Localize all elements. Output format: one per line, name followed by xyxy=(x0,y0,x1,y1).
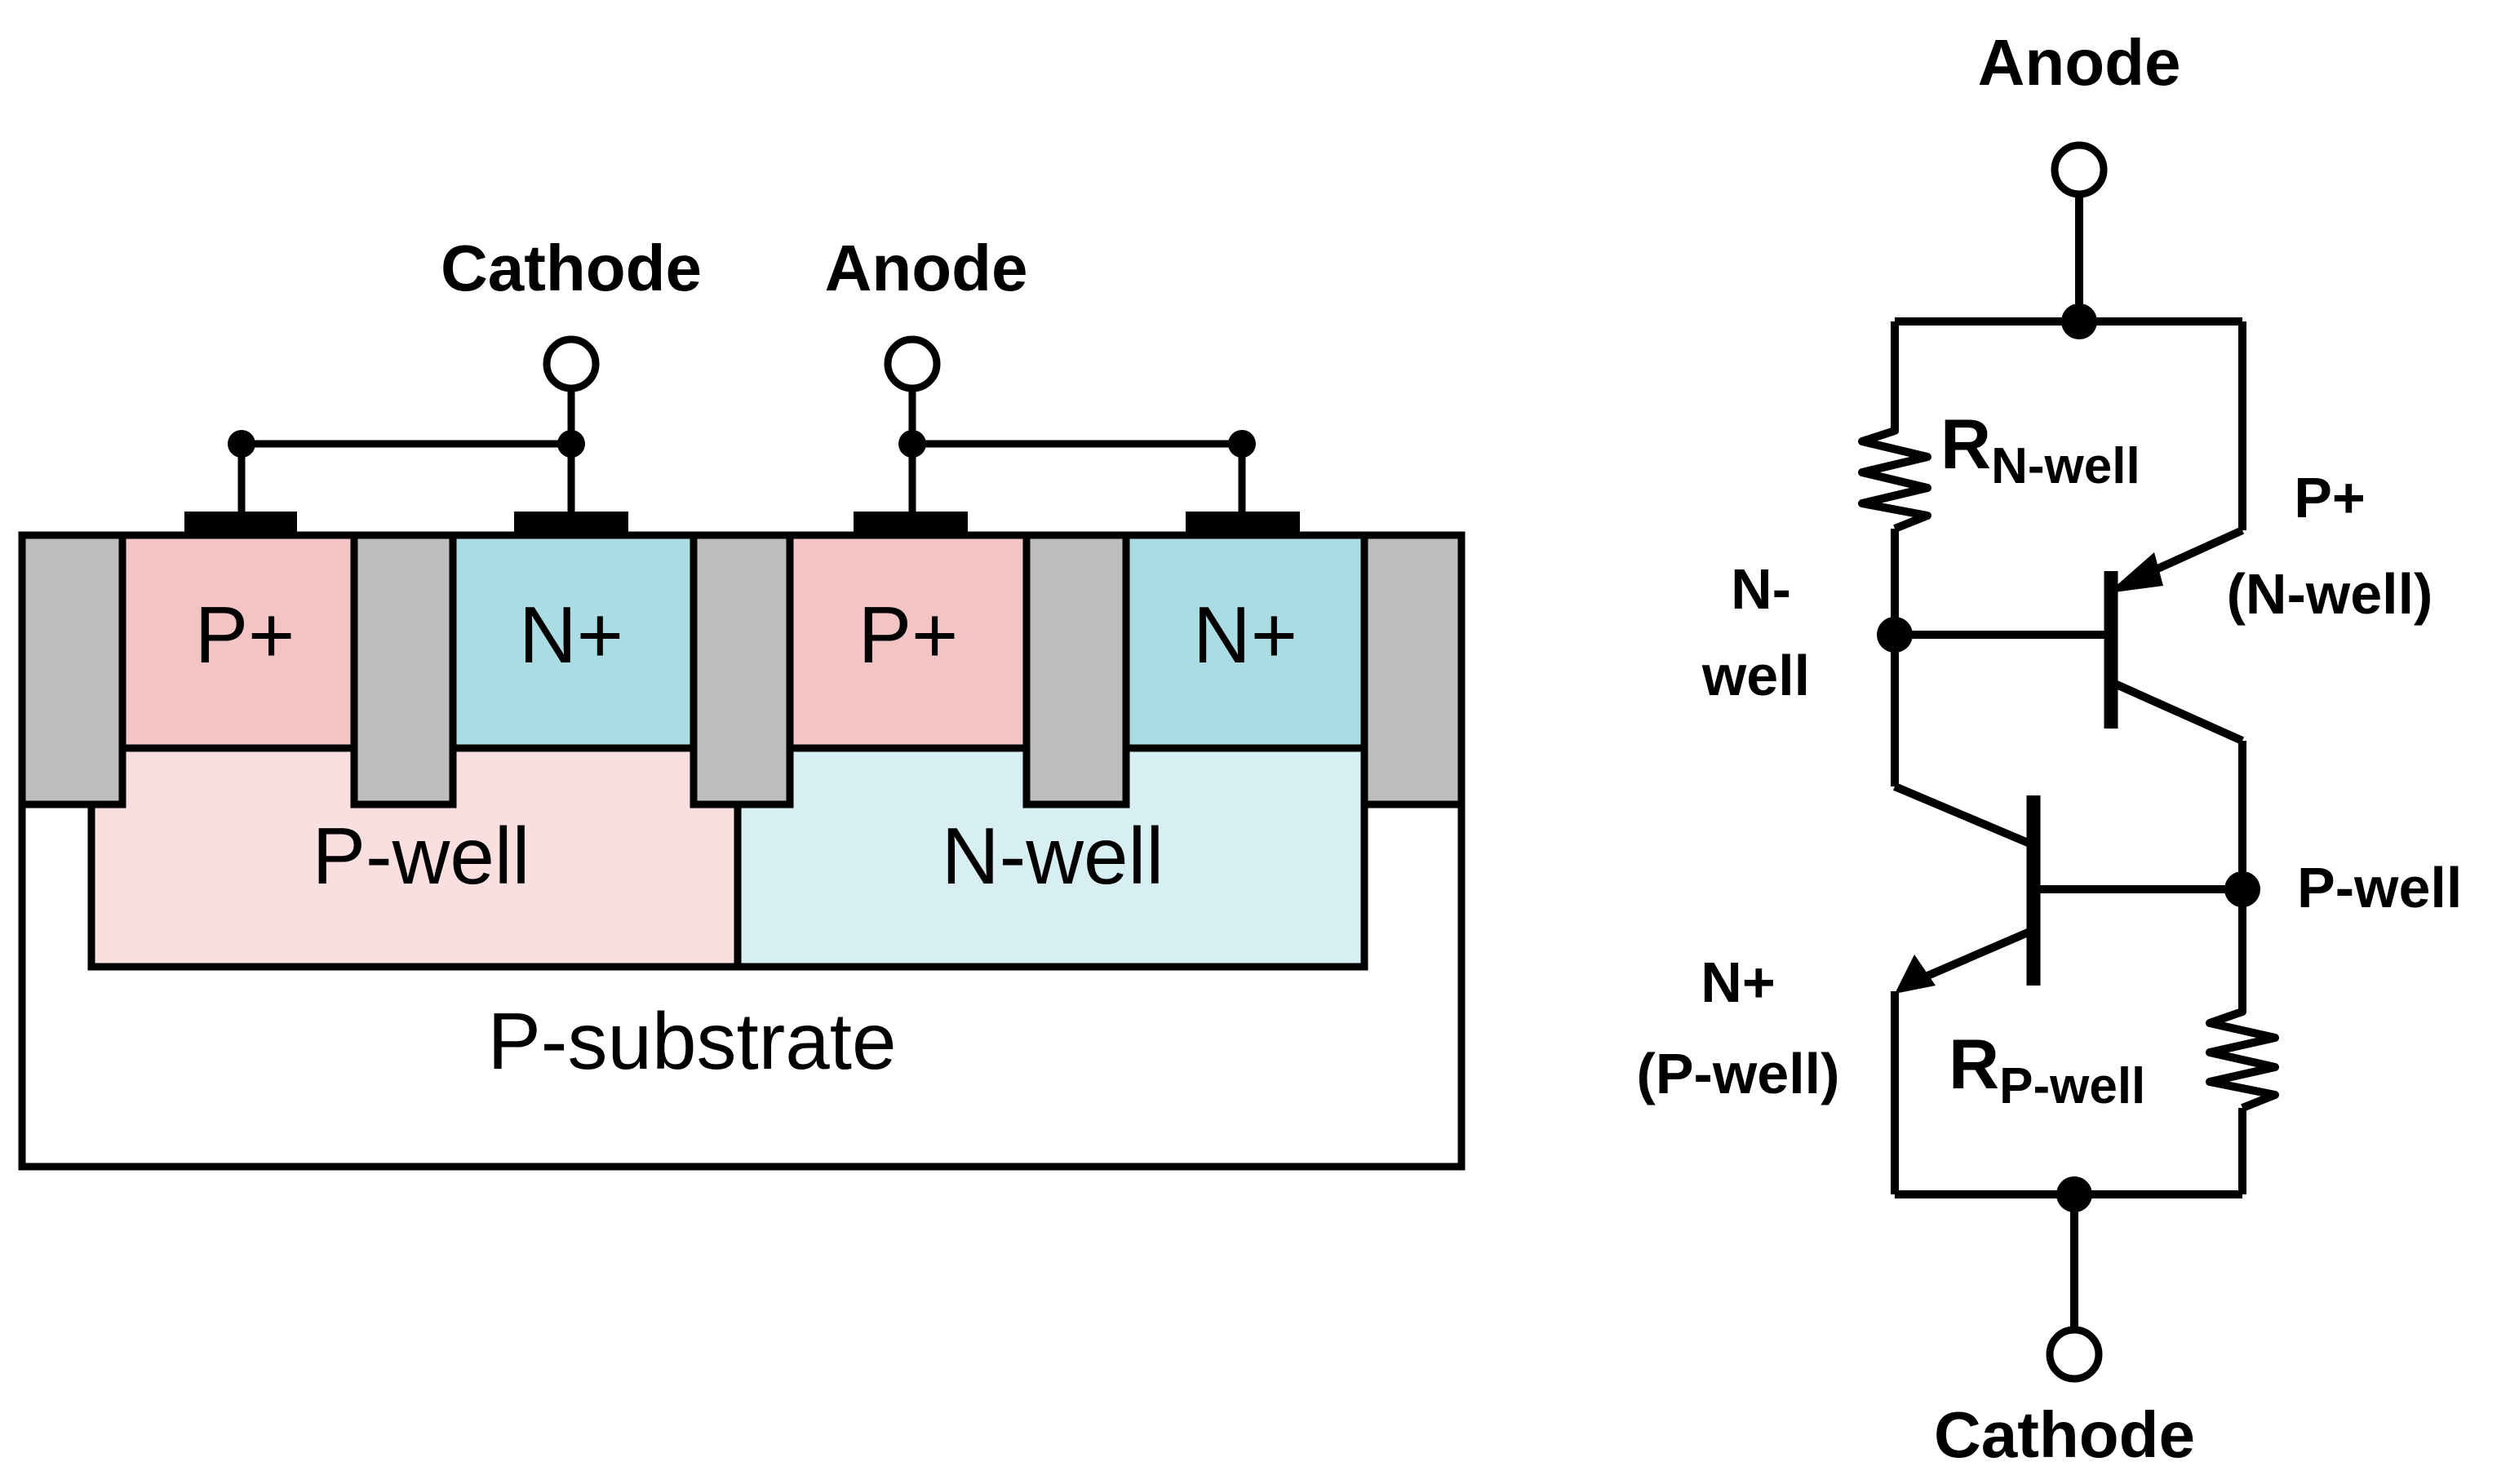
pnp-transistor xyxy=(2104,526,2245,729)
junction-dot xyxy=(898,430,926,458)
isolation-block-3 xyxy=(690,531,794,808)
pnp-emitter-label-1: P+ xyxy=(2294,466,2366,529)
junction-dot xyxy=(1228,430,1256,458)
n-plus-label-2: N+ xyxy=(1193,590,1297,680)
contact-pad-2 xyxy=(514,512,628,535)
isolation-block-4 xyxy=(1022,531,1130,808)
contact-pad-4 xyxy=(1186,512,1300,535)
n-plus-label-1: N+ xyxy=(519,590,623,680)
junction-dot xyxy=(557,430,585,458)
cross-section-wiring xyxy=(237,388,1246,512)
r-pwell-sub: P-well xyxy=(1999,1058,2145,1114)
junction-dot xyxy=(228,430,255,458)
junction-dot xyxy=(2061,303,2097,339)
junction-dot xyxy=(2224,871,2260,907)
r-nwell-sub: N-well xyxy=(1991,438,2140,494)
cathode-label: Cathode xyxy=(441,232,702,304)
cathode-terminal xyxy=(543,335,600,392)
isolation-block-1 xyxy=(18,531,126,808)
p-plus-label-1: P+ xyxy=(195,590,295,680)
contact-pad-3 xyxy=(854,512,968,535)
n-plus-region-2 xyxy=(1122,531,1368,752)
npn-emitter-label-1: N+ xyxy=(1701,950,1775,1014)
schematic-anode-terminal xyxy=(2051,141,2108,198)
schematic-anode-label: Anode xyxy=(1978,26,2181,99)
npn-emitter-label-2: (P-well) xyxy=(1637,1042,1840,1105)
p-substrate-label: P-substrate xyxy=(487,996,896,1086)
pnp-emitter-label-2: (N-well) xyxy=(2227,562,2433,626)
schematic-wiring xyxy=(1891,194,2246,1330)
r-nwell-resistor xyxy=(1858,416,1931,533)
schematic-cathode-label: Cathode xyxy=(1934,1398,2195,1471)
r-nwell-label: RN-well xyxy=(1940,405,2140,494)
r-pwell-main: R xyxy=(1949,1026,1999,1104)
npn-transistor xyxy=(1895,795,2041,994)
n-well-label: N-well xyxy=(942,811,1164,901)
nwell-node-label-2: well xyxy=(1701,644,1810,707)
n-plus-region-1 xyxy=(449,531,698,752)
cross-section: Cathode Anode P+ N+ P+ N+ P-well N-well … xyxy=(18,232,1466,1171)
nwell-node-label-1: N- xyxy=(1731,557,1791,621)
anode-label: Anode xyxy=(825,232,1028,304)
r-pwell-label: RP-well xyxy=(1949,1026,2145,1114)
schematic: Anode Cathode RN-well RP-well P+ (N-well… xyxy=(1637,26,2463,1471)
r-pwell-resistor xyxy=(2206,999,2279,1112)
anode-terminal xyxy=(884,335,941,392)
p-well-label: P-well xyxy=(313,811,530,901)
npn-emitter-arrow xyxy=(1895,955,1936,994)
junction-dot xyxy=(1877,617,1913,653)
isolation-block-2 xyxy=(350,531,457,808)
junction-dot xyxy=(2056,1176,2092,1212)
r-nwell-main: R xyxy=(1940,405,1991,484)
schematic-cathode-terminal xyxy=(2046,1326,2103,1383)
p-plus-label-2: P+ xyxy=(858,590,959,680)
pnp-emitter-arrow xyxy=(2108,552,2163,593)
contact-pad-1 xyxy=(184,512,297,535)
isolation-block-5 xyxy=(1360,531,1466,808)
pwell-node-label: P-well xyxy=(2297,856,2462,919)
